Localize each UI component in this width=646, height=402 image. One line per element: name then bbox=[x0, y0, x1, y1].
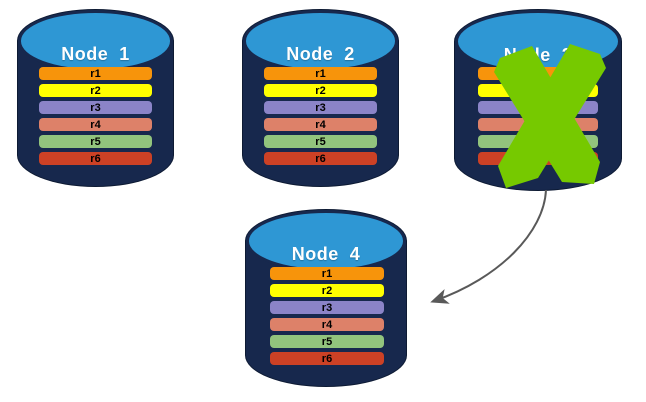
node-3-rows: r1 r2 r3 r4 r5 r6 bbox=[478, 67, 598, 165]
node-4-rows: r1 r2 r3 r4 r5 r6 bbox=[270, 267, 384, 365]
node-2-rows: r1 r2 r3 r4 r5 r6 bbox=[264, 67, 377, 165]
node-1-rows: r1 r2 r3 r4 r5 r6 bbox=[39, 67, 152, 165]
node-4[interactable]: Node 4 r1 r2 r3 r4 r5 r6 bbox=[246, 210, 406, 386]
node-2-row-r2[interactable]: r2 bbox=[264, 84, 377, 97]
node-3-row-r3[interactable]: r3 bbox=[478, 101, 598, 114]
node-2-row-r1[interactable]: r1 bbox=[264, 67, 377, 80]
node-2-row-r3[interactable]: r3 bbox=[264, 101, 377, 114]
node-3-row-r6[interactable]: r6 bbox=[478, 152, 598, 165]
node-4-row-r5[interactable]: r5 bbox=[270, 335, 384, 348]
node-3-row-r1[interactable]: r1 bbox=[478, 67, 598, 80]
node-1-row-r5[interactable]: r5 bbox=[39, 135, 152, 148]
node-1-row-r4[interactable]: r4 bbox=[39, 118, 152, 131]
node-4-row-r2[interactable]: r2 bbox=[270, 284, 384, 297]
node-1[interactable]: Node 1 r1 r2 r3 r4 r5 r6 bbox=[18, 10, 173, 186]
node-4-cylinder-top bbox=[246, 210, 406, 272]
node-1-row-r3[interactable]: r3 bbox=[39, 101, 152, 114]
node-2[interactable]: Node 2 r1 r2 r3 r4 r5 r6 bbox=[243, 10, 398, 186]
node-1-row-r2[interactable]: r2 bbox=[39, 84, 152, 97]
node-1-row-r6[interactable]: r6 bbox=[39, 152, 152, 165]
node-2-cylinder-top bbox=[243, 10, 398, 72]
node-3-row-r4[interactable]: r4 bbox=[478, 118, 598, 131]
node-1-row-r1[interactable]: r1 bbox=[39, 67, 152, 80]
redistribution-arrow bbox=[430, 189, 547, 304]
node-3[interactable]: Node 3 r1 r2 r3 r4 r5 r6 bbox=[455, 10, 621, 190]
node-2-row-r4[interactable]: r4 bbox=[264, 118, 377, 131]
node-2-row-r6[interactable]: r6 bbox=[264, 152, 377, 165]
node-3-row-r5[interactable]: r5 bbox=[478, 135, 598, 148]
node-1-cylinder-top bbox=[18, 10, 173, 72]
node-3-row-r2[interactable]: r2 bbox=[478, 84, 598, 97]
node-2-row-r5[interactable]: r5 bbox=[264, 135, 377, 148]
node-4-row-r1[interactable]: r1 bbox=[270, 267, 384, 280]
node-4-row-r4[interactable]: r4 bbox=[270, 318, 384, 331]
node-4-row-r6[interactable]: r6 bbox=[270, 352, 384, 365]
node-4-row-r3[interactable]: r3 bbox=[270, 301, 384, 314]
node-3-cylinder-top bbox=[455, 10, 621, 73]
